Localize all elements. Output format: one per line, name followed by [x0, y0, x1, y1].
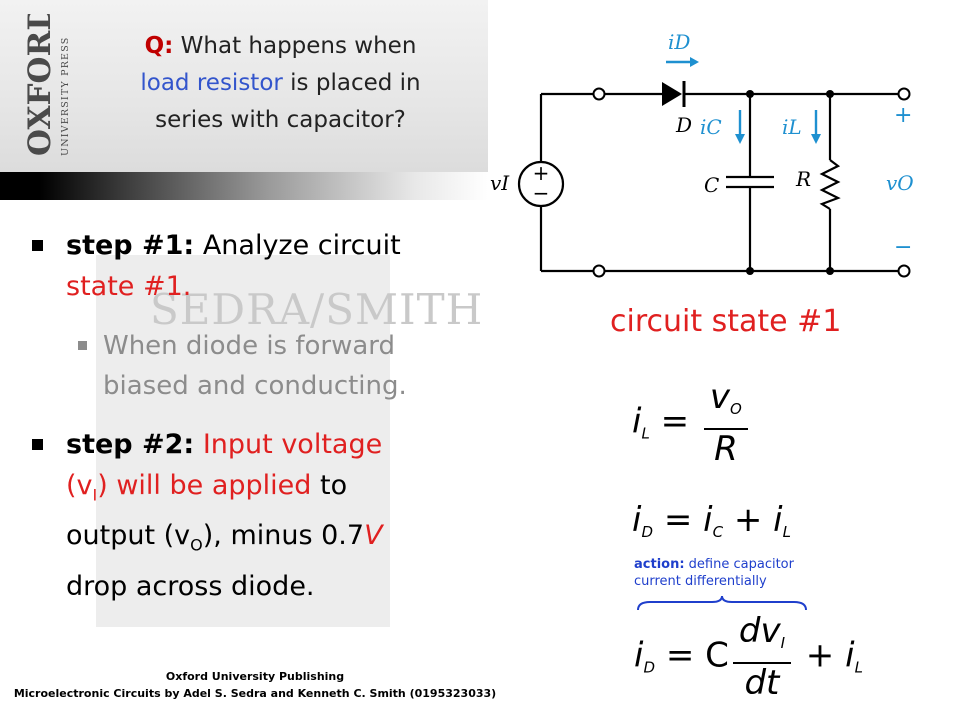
- label-iL: iL: [782, 115, 802, 139]
- oxford-logo-text: OXFORD: [22, 14, 58, 156]
- sub-bullet-forward-biased: When diode is forward biased and conduct…: [78, 326, 458, 406]
- header-gradient-strip: [0, 172, 488, 200]
- oxford-logo-subtext: UNIVERSITY PRESS: [60, 37, 71, 156]
- label-iC: iC: [700, 115, 722, 139]
- voltage-source-icon: + −: [517, 160, 565, 208]
- question-title: Q: What happens when load resistor is pl…: [108, 28, 453, 139]
- background-book-cover: [96, 255, 390, 627]
- background-book-title: SEDRA/SMITH: [150, 285, 484, 334]
- bullet-step-2-text: step #2: Input voltage (vI) will be appl…: [66, 429, 383, 602]
- square-bullet-icon: [32, 439, 43, 450]
- square-bullet-icon: [32, 240, 43, 251]
- circuit-state-label: circuit state #1: [610, 304, 842, 339]
- question-highlight: load resistor: [140, 70, 283, 96]
- sub-bullet-text: When diode is forward biased and conduct…: [103, 331, 407, 401]
- footer-publisher: Oxford University Publishing: [165, 670, 345, 683]
- label-output-plus: +: [894, 103, 912, 128]
- label-R: R: [795, 167, 811, 191]
- svg-text:+: +: [533, 161, 550, 185]
- question-prefix: Q:: [144, 33, 174, 59]
- footer-citation: Oxford University Publishing Microelectr…: [0, 668, 510, 702]
- square-bullet-icon: [78, 341, 87, 350]
- diode-icon: [662, 81, 686, 107]
- question-part2: is placed in series with capacitor?: [155, 70, 421, 133]
- svg-text:−: −: [533, 181, 550, 205]
- question-part1: What happens when: [173, 33, 417, 59]
- curly-brace-icon: [637, 595, 807, 611]
- label-iD: iD: [668, 30, 690, 54]
- label-D: D: [675, 113, 692, 137]
- label-C: C: [704, 173, 719, 197]
- label-vO: vO: [886, 171, 914, 195]
- action-note: action: define capacitor current differe…: [634, 557, 794, 589]
- bullet-step-2: step #2: Input voltage (vI) will be appl…: [32, 424, 432, 607]
- footer-book-reference: Microelectronic Circuits by Adel S. Sedr…: [13, 687, 497, 700]
- label-output-minus: −: [894, 235, 912, 260]
- label-vI: vI: [490, 171, 510, 195]
- oxford-logo: OXFORD UNIVERSITY PRESS: [22, 14, 71, 156]
- header-band: [0, 0, 488, 172]
- circuit-diagram: + − iD D iC C iL R vI vO + −: [490, 30, 914, 278]
- equation-iD-sum: iD = iC + iL: [632, 500, 791, 541]
